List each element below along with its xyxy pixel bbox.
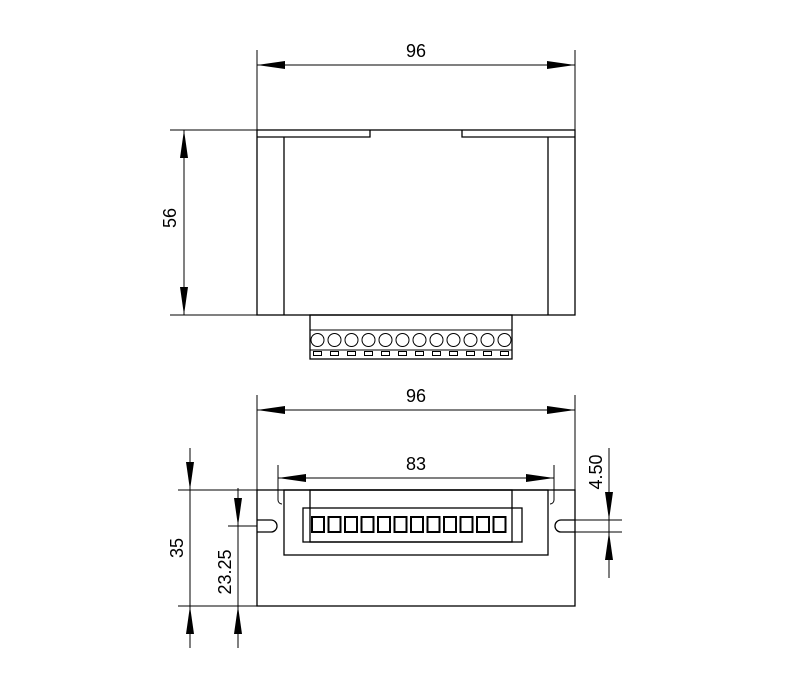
terminal-screw [378, 333, 393, 347]
terminal-screw [480, 333, 495, 347]
arrow-head [180, 287, 188, 315]
terminal-screw [327, 333, 342, 347]
front-width-label: 96 [406, 386, 426, 406]
terminal-screws [310, 333, 512, 356]
top-height-label: 56 [160, 208, 180, 228]
top-height-dimension: 56 [160, 129, 310, 316]
terminal-socket [410, 516, 424, 533]
arrow-head [278, 474, 306, 482]
terminal-slot [449, 351, 458, 356]
left-slot-corner [277, 490, 283, 505]
terminal-socket [426, 516, 441, 533]
slot-height-label: 23.25 [215, 549, 235, 594]
arrow-head [605, 492, 613, 520]
terminal-socket [492, 516, 507, 533]
mount-spacing-label: 83 [406, 454, 426, 474]
terminal-screw [429, 333, 444, 347]
top-view-right-flange [461, 130, 575, 138]
arrow-head [234, 498, 242, 526]
front-width-dimension: 96 [256, 386, 576, 490]
terminal-socket [311, 516, 325, 533]
arrow-head [547, 406, 575, 414]
terminal-sockets [311, 516, 507, 533]
front-view: 96 83 35 23.25 [167, 386, 622, 648]
terminal-slot [483, 351, 492, 356]
terminal-slot [330, 351, 339, 356]
terminal-socket [476, 516, 490, 533]
terminal-slot [398, 351, 407, 356]
terminal-screw [310, 333, 325, 347]
arrow-head [234, 606, 242, 634]
front-view-terminal-block [302, 489, 523, 543]
terminal-slot [364, 351, 373, 356]
terminal-slot [466, 351, 475, 356]
arrow-head [186, 606, 194, 634]
arrow-head [257, 406, 285, 414]
arrow-head [257, 61, 285, 69]
top-view-terminal-block [309, 314, 513, 360]
slot-width-label: 4.50 [586, 454, 606, 489]
top-view-left-flange [257, 130, 371, 138]
left-mounting-slot [257, 519, 278, 533]
top-view: 96 56 [160, 41, 576, 360]
terminal-screw [412, 333, 427, 347]
slot-height-dimension: 23.25 [215, 488, 257, 648]
terminal-socket [393, 516, 408, 533]
terminal-socket [327, 516, 342, 533]
terminal-socket [459, 516, 474, 533]
terminal-screw [395, 333, 410, 347]
terminal-slot [415, 351, 424, 356]
terminal-slot [432, 351, 441, 356]
terminal-socket [443, 516, 457, 533]
slot-width-dimension: 4.50 [575, 448, 622, 578]
terminal-screw [361, 333, 376, 347]
arrow-head [180, 130, 188, 158]
terminal-block-outline [309, 314, 513, 360]
top-view-body [256, 129, 576, 316]
terminal-socket [344, 516, 358, 533]
right-mounting-slot [554, 519, 575, 533]
terminal-slot [500, 351, 509, 356]
front-height-label: 35 [167, 538, 187, 558]
terminal-screw [344, 333, 359, 347]
terminal-block-housing [309, 489, 513, 543]
top-width-label: 96 [406, 41, 426, 61]
arrow-head [605, 532, 613, 560]
terminal-socket [360, 516, 375, 533]
arrow-head [547, 61, 575, 69]
terminal-socket [377, 516, 391, 533]
top-width-dimension: 96 [256, 41, 576, 130]
mount-spacing-dimension: 83 [277, 454, 555, 500]
terminal-slot [381, 351, 390, 356]
arrow-head [186, 462, 194, 490]
right-slot-corner [549, 490, 555, 505]
arrow-head [526, 474, 554, 482]
terminal-screw [497, 333, 512, 347]
terminal-screw [446, 333, 461, 347]
terminal-slot [313, 351, 322, 356]
terminal-screw [463, 333, 478, 347]
terminal-slot [347, 351, 356, 356]
front-height-dimension: 35 [167, 448, 257, 648]
